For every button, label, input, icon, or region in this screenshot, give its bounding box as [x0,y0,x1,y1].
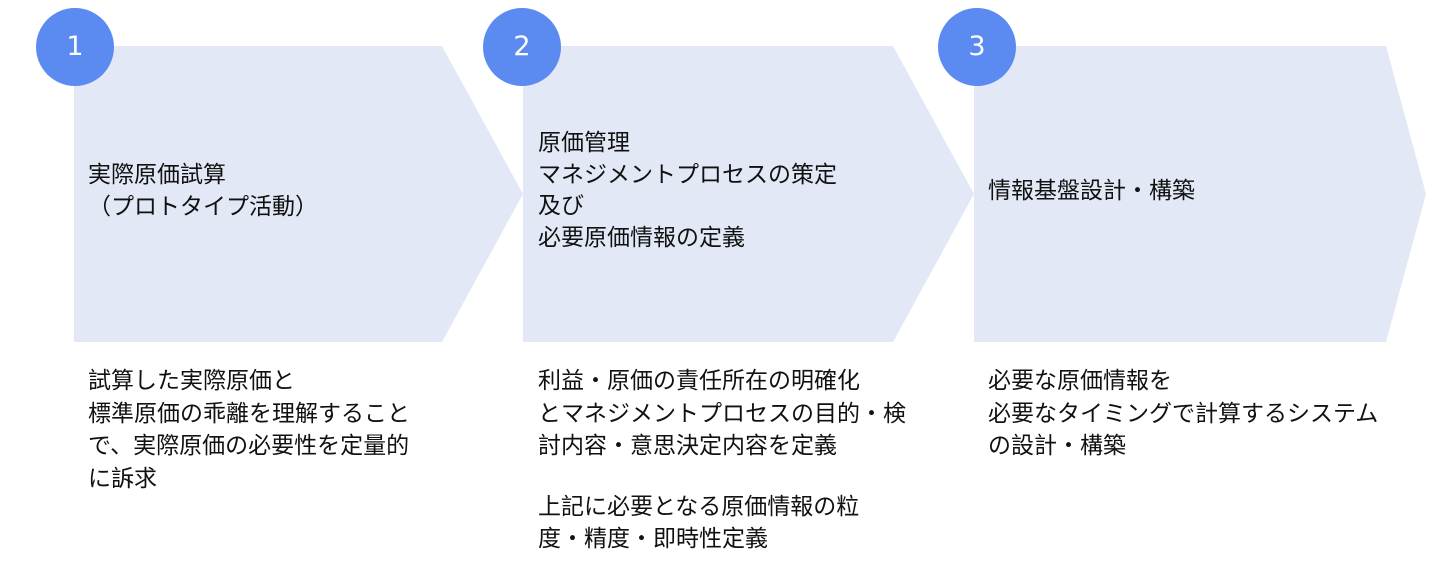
step-3-description: 必要な原価情報を 必要なタイミングで計算するシステム の設計・構築 [988,365,1378,463]
step-2-title-line: 原価管理 [538,130,630,156]
paragraph-gap [538,463,906,491]
step-2-title-line: 及び [538,193,584,219]
step-2-description-line: 上記に必要となる原価情報の粒 [538,493,860,520]
step-1-description-line: に訴求 [88,465,157,492]
step-1-description: 試算した実際原価と 標準原価の乖離を理解すること で、実際原価の必要性を定量的 … [88,365,410,495]
step-3-chevron [974,46,1426,342]
step-1-description-line: 標準原価の乖離を理解すること [88,400,410,427]
step-1-title-line: （プロトタイプ活動） [88,193,318,220]
step-3-description-line: 必要な原価情報を [988,368,1172,394]
step-3-title-line: 情報基盤設計・構築 [988,178,1195,204]
step-3-number-badge: 3 [938,8,1016,86]
step-3-description-line: の設計・構築 [988,433,1126,459]
step-2-number-badge: 2 [483,8,561,86]
step-2-title-line: 必要原価情報の定義 [538,224,745,251]
step-2-description-line: 討内容・意思決定内容を定義 [538,433,837,459]
step-1-chevron [74,46,523,342]
step-2-description: 利益・原価の責任所在の明確化 とマネジメントプロセスの目的・検 討内容・意思決定… [538,365,906,556]
step-1-title-line: 実際原価試算 [88,162,226,188]
step-2-description-line: 度・精度・即時性定義 [538,526,768,552]
step-2-chevron [523,46,974,342]
step-1-description-line: 試算した実際原価と [88,368,295,394]
step-1-number-badge: 1 [36,8,114,86]
step-3-title: 情報基盤設計・構築 [988,176,1195,208]
step-2-title: 原価管理 マネジメントプロセスの策定 及び 必要原価情報の定義 [538,128,837,254]
step-3-description-line: 必要なタイミングで計算するシステム [988,400,1379,427]
step-2-description-line: とマネジメントプロセスの目的・検 [538,400,906,427]
step-2-title-line: マネジメントプロセスの策定 [538,161,837,188]
step-2-description-line: 利益・原価の責任所在の明確化 [538,368,860,394]
step-1-title: 実際原価試算 （プロトタイプ活動） [88,160,318,223]
step-1-description-line: で、実際原価の必要性を定量的 [88,433,410,459]
